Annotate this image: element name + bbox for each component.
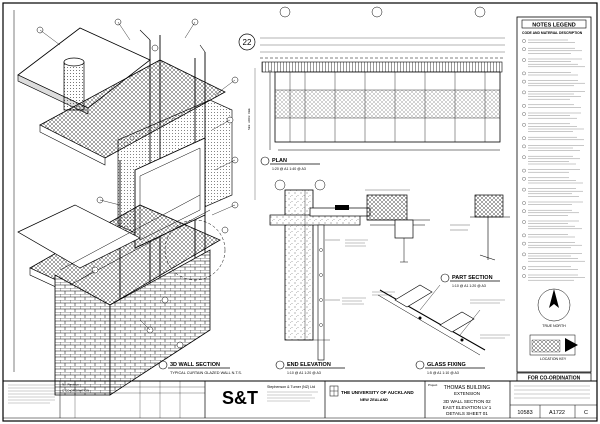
glass-fixing-scale: 1:5 @ A1 1:10 @ A3	[427, 371, 459, 375]
legend-title: NOTES LEGEND	[532, 23, 575, 29]
plan-scale: 1:20 @ A1 1:40 @ A3	[272, 167, 306, 171]
revision-letter: C	[584, 410, 588, 416]
university-name: THE UNIVERSITY OF AUCKLAND	[341, 390, 414, 395]
university-sub: NEW ZEALAND	[360, 398, 388, 402]
notes-legend: NOTES LEGEND CODE AND MATERIAL DESCRIPTI…	[516, 16, 592, 373]
part-section-view: PART SECTION 1:10 @ A1 1:20 @ A3	[365, 189, 510, 288]
end-elevation-scale: 1:10 @ A1 1:20 @ A3	[287, 371, 321, 375]
plan-view: 22 SEE ARCH DWG PLAN 1:20 @ A1 1:40 @ A3	[238, 6, 505, 200]
end-elevation-view: END ELEVATION 1:10 @ A1 1:20 @ A3	[269, 179, 371, 375]
project-name: THOMAS BUILDING	[444, 385, 491, 391]
plan-title: PLAN	[272, 158, 287, 164]
job-number: 10583	[517, 410, 532, 416]
title-block: No. Revision C CO-ORDINATION S&T Stephen…	[3, 380, 597, 419]
view-bubble: 22	[243, 38, 252, 47]
location-label: LOCATION KEY	[540, 357, 567, 361]
end-elevation-title: END ELEVATION	[287, 362, 331, 368]
rev-header: No. Revision	[62, 383, 79, 387]
project-label: Project	[428, 383, 438, 387]
project-sub: EXTENSION	[454, 391, 480, 396]
coordination-stamp: FOR CO-ORDINATION	[528, 376, 581, 382]
wall-section-subtitle: TYPICAL CURTAIN GLAZED WALL N.T.S.	[170, 371, 242, 375]
sheet-number: A1722	[549, 410, 565, 416]
drawing-title-1: 3D WALL SECTION 02	[443, 399, 491, 404]
glass-fixing-view: GLASS FIXING 1:5 @ A1 1:10 @ A3	[372, 284, 510, 375]
part-section-title: PART SECTION	[452, 275, 493, 281]
part-section-scale: 1:10 @ A1 1:20 @ A3	[452, 284, 486, 288]
north-label: TRUE NORTH	[542, 324, 566, 328]
svg-text:SEE ARCH DWG: SEE ARCH DWG	[248, 108, 251, 130]
legend-subtitle: CODE AND MATERIAL DESCRIPTION	[522, 31, 583, 35]
rev-row: C CO-ORDINATION	[62, 389, 89, 393]
wall-section-title: 3D WALL SECTION	[170, 362, 220, 368]
glass-fixing-title: GLASS FIXING	[427, 362, 466, 368]
drawing-title-2: EAST ELEVATION LV 1	[443, 405, 492, 410]
firm-logo: S&T	[222, 388, 258, 408]
firm-name: Stephenson & Turner (NZ) Ltd	[267, 385, 315, 389]
drawing-title-3: DETAILS SHEET 01	[446, 411, 488, 416]
wall-section-3d: 3D WALL SECTION TYPICAL CURTAIN GLAZED W…	[17, 18, 242, 396]
